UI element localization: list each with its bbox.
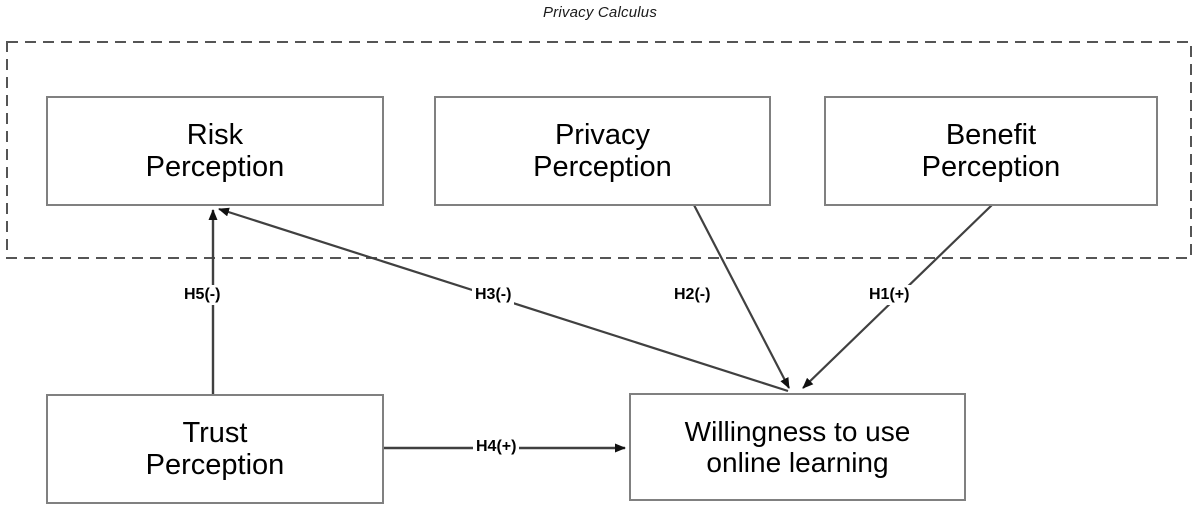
- node-benefit-perception[interactable]: Benefit Perception: [824, 96, 1158, 206]
- edge-label-h1: H1(+): [866, 285, 913, 305]
- edge-label-h3: H3(-): [472, 285, 515, 305]
- privacy-calculus-boundary: [6, 41, 1192, 259]
- edge-label-h2: H2(-): [671, 285, 714, 305]
- edge-h2-line: [693, 204, 790, 389]
- node-benefit-perception-label: Benefit Perception: [921, 118, 1061, 183]
- node-risk-perception-label: Risk Perception: [145, 118, 285, 183]
- node-privacy-perception-label: Privacy Perception: [533, 118, 672, 183]
- node-trust-perception[interactable]: Trust Perception: [46, 394, 384, 504]
- node-trust-perception-label: Trust Perception: [145, 416, 285, 481]
- node-risk-perception[interactable]: Risk Perception: [46, 96, 384, 206]
- diagram-title: Privacy Calculus: [542, 4, 658, 21]
- edge-label-h5: H5(-): [181, 285, 224, 305]
- node-willingness-label: Willingness to use online learning: [684, 415, 911, 478]
- edge-label-h4: H4(+): [473, 437, 520, 457]
- node-privacy-perception[interactable]: Privacy Perception: [434, 96, 771, 206]
- node-willingness-to-use-online-learning[interactable]: Willingness to use online learning: [629, 393, 966, 501]
